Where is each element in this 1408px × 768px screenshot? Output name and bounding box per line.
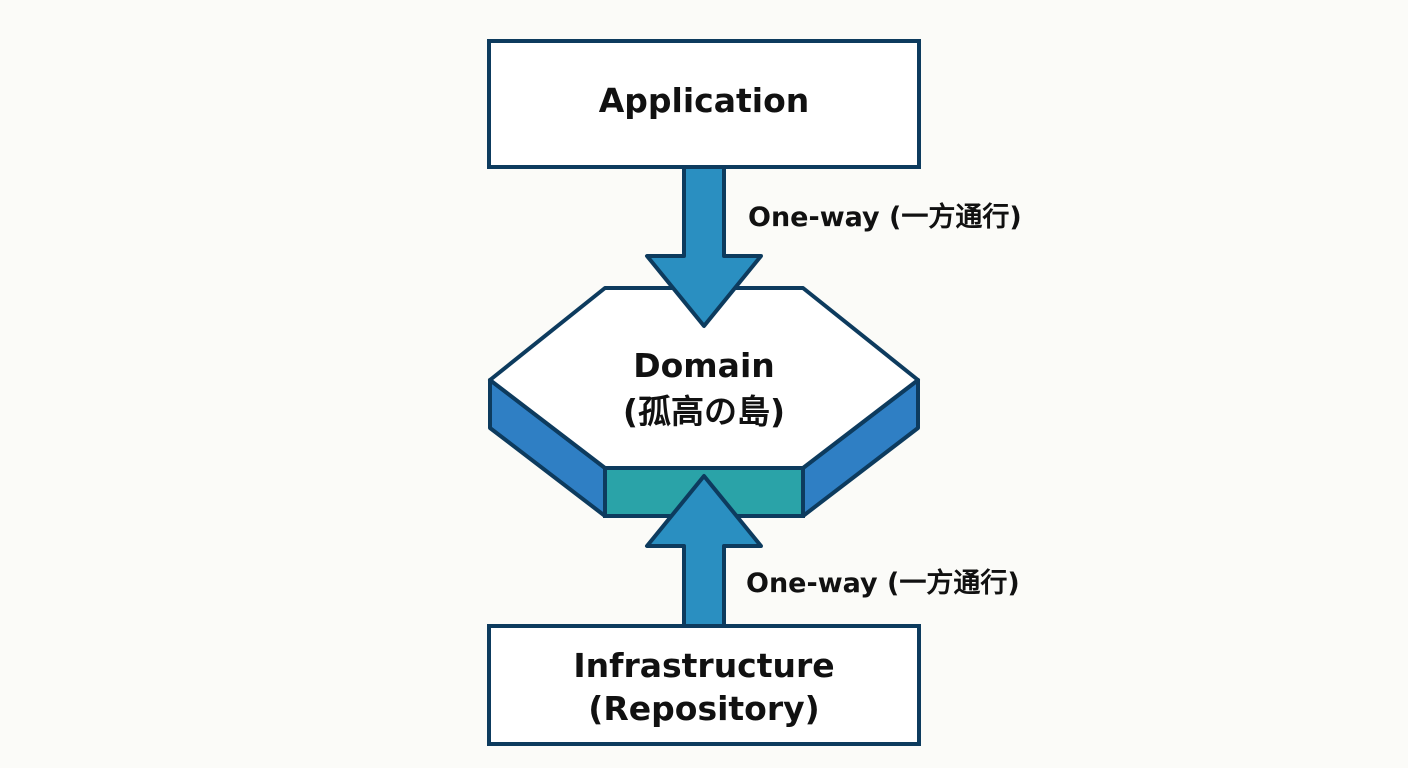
infrastructure-label-line1: Infrastructure [573,646,834,685]
edge-label-application-to-domain: One-way (一方通行) [748,201,1022,233]
edge-label-infrastructure-to-domain: One-way (一方通行) [746,567,1020,599]
arrow-infrastructure-to-domain [645,474,763,628]
domain-node [488,286,920,470]
application-label: Application [599,81,810,120]
infrastructure-node [487,624,921,746]
application-node [487,39,921,169]
domain-label-line1: Domain [633,346,775,385]
arrow-application-to-domain [645,165,763,328]
domain-label-line2: (孤高の島) [623,392,785,431]
infrastructure-label-line2: (Repository) [588,689,819,728]
